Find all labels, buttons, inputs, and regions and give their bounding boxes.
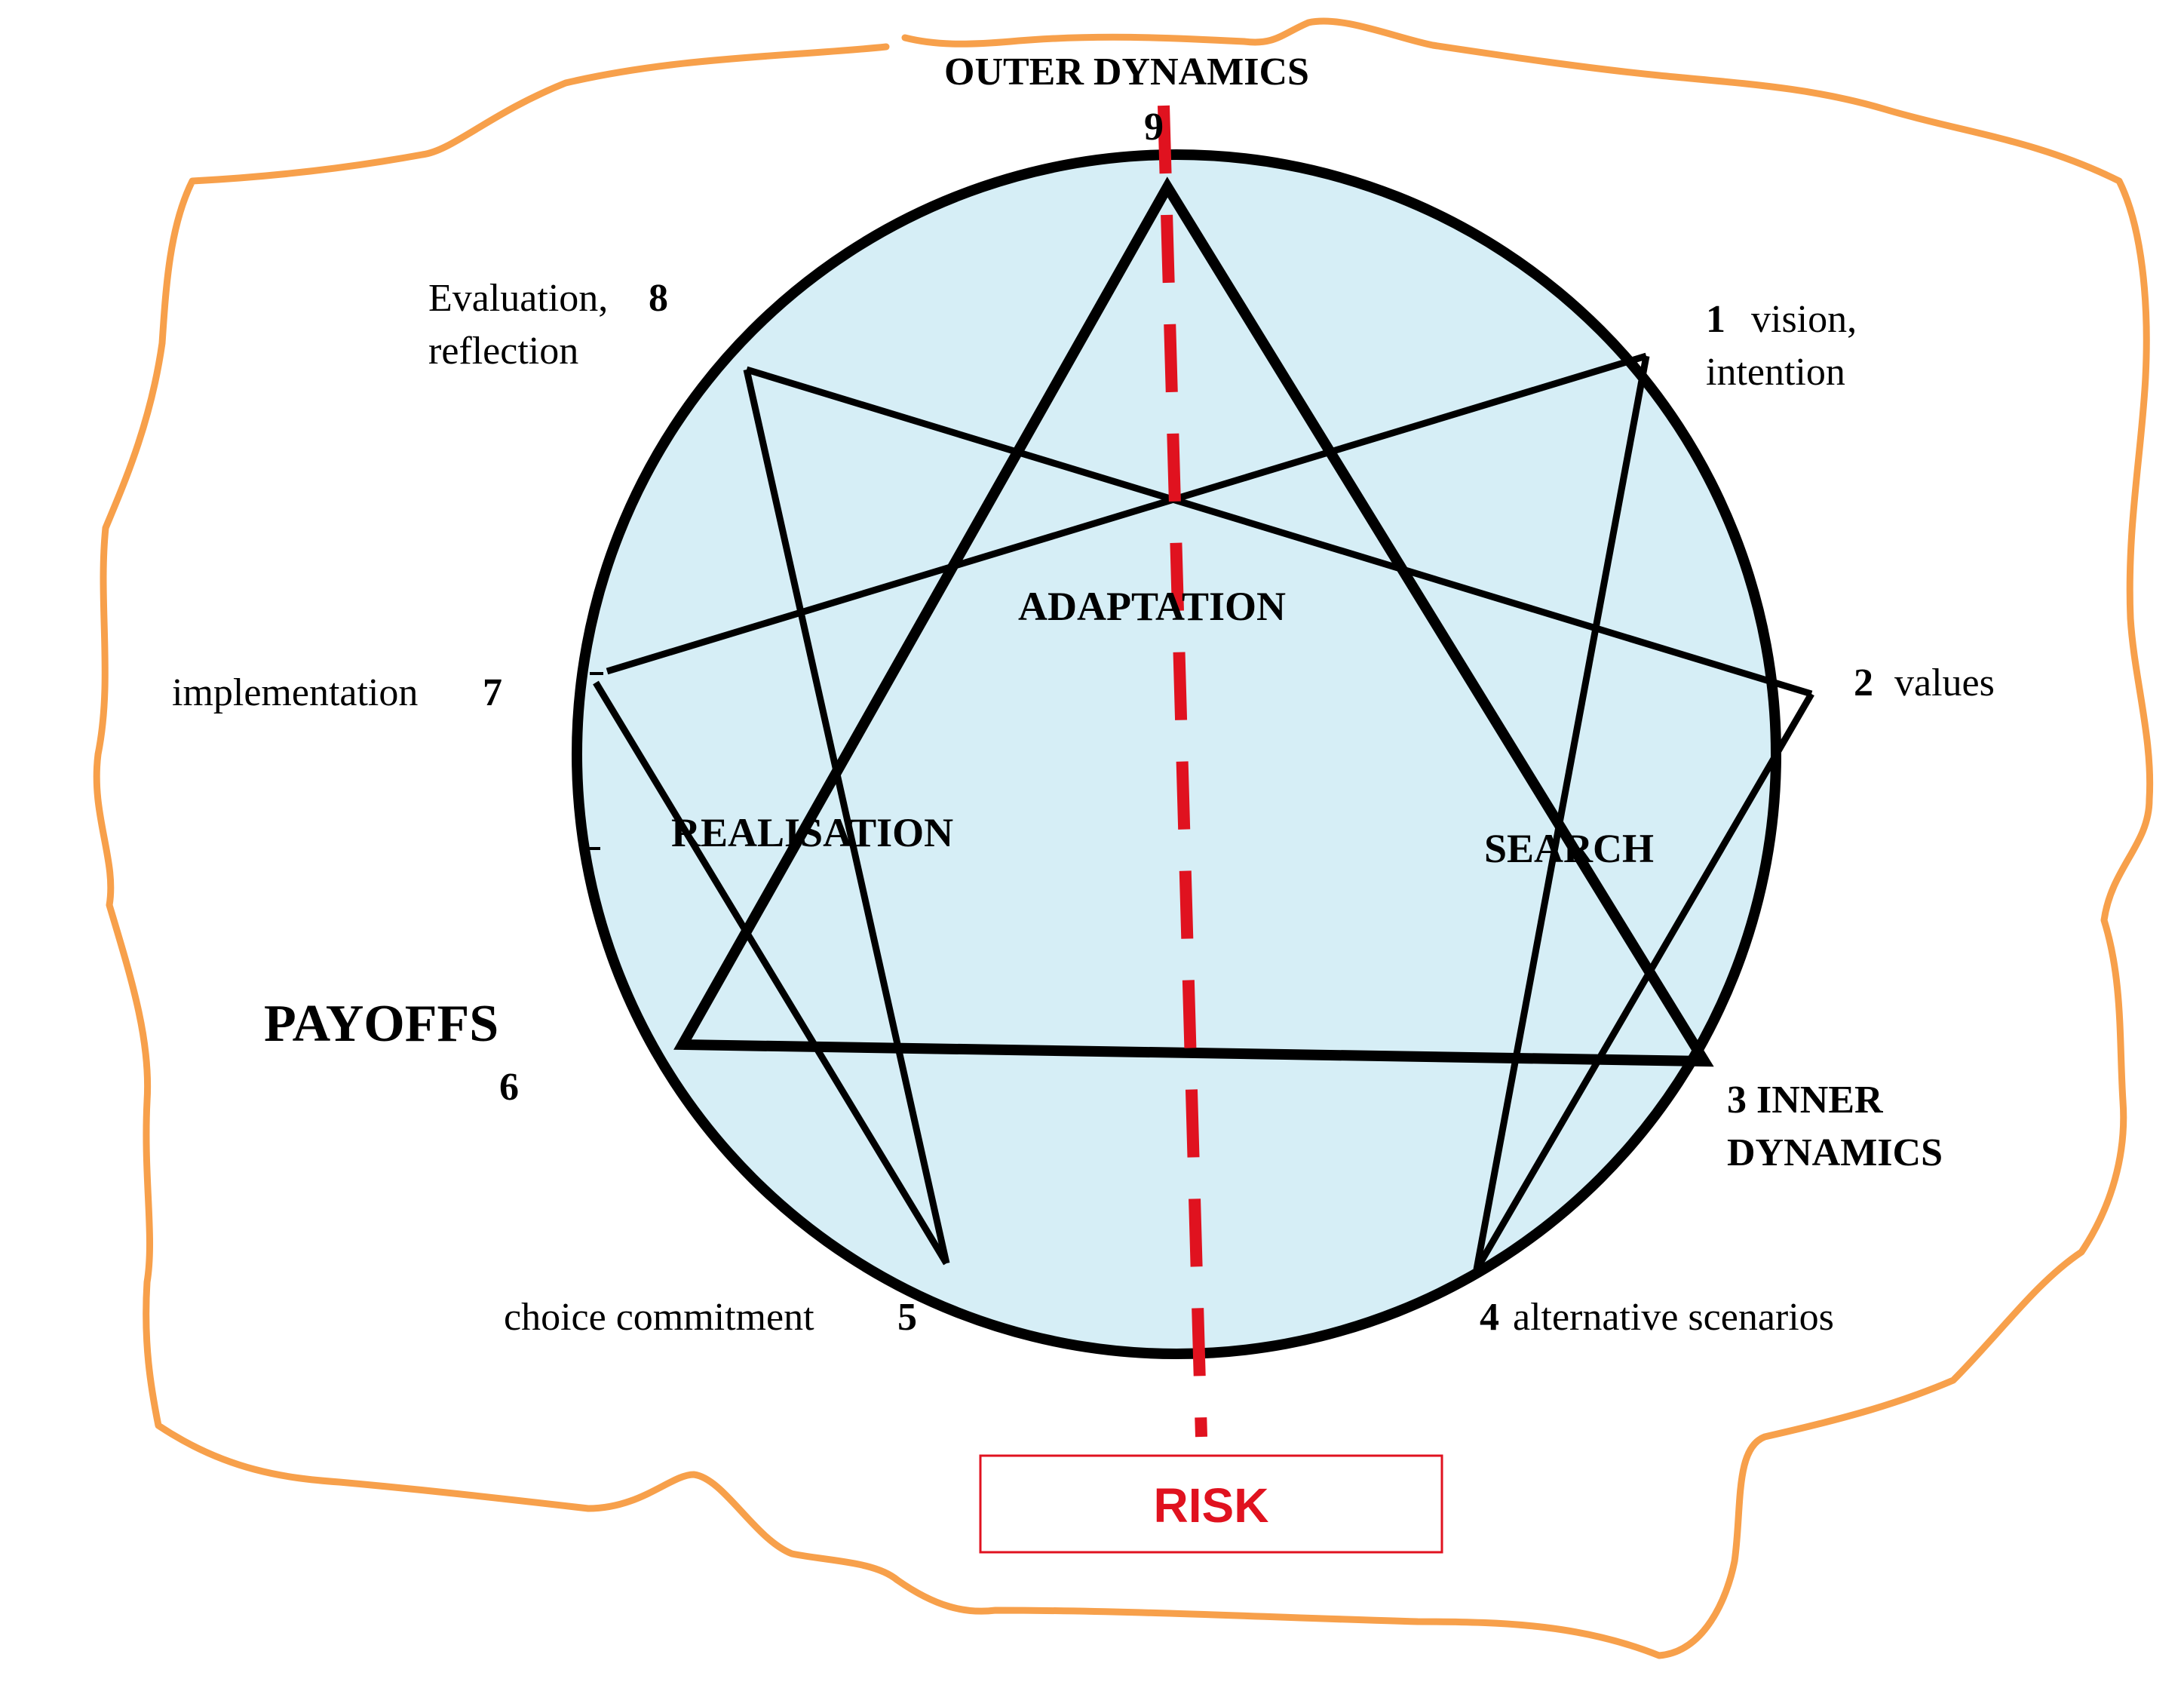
label-point-4-number: 4 bbox=[1480, 1296, 1499, 1339]
label-outer-dynamics: OUTER DYNAMICS bbox=[944, 51, 1309, 94]
label-point-1-text-a: vision, bbox=[1751, 298, 1857, 341]
line-1-to-4 bbox=[1473, 355, 1650, 1270]
risk-dashed-line bbox=[1158, 105, 1207, 1438]
label-point-1-text-b: intention bbox=[1706, 351, 1845, 394]
label-point-4-text: alternative scenarios bbox=[1513, 1296, 1834, 1339]
label-point-5-text: choice commitment bbox=[504, 1296, 814, 1339]
region-realisation: REALISATION bbox=[671, 810, 953, 855]
region-search: SEARCH bbox=[1484, 826, 1654, 871]
label-point-6-number: 6 bbox=[499, 1066, 519, 1109]
line-4-to-2 bbox=[1474, 692, 1814, 1272]
label-point-8-number: 8 bbox=[649, 277, 668, 320]
context-boundary-outline bbox=[93, 17, 2154, 1659]
label-point-5-number: 5 bbox=[897, 1296, 917, 1339]
label-point-2-text: values bbox=[1894, 661, 1995, 704]
risk-label: RISK bbox=[1154, 1478, 1269, 1533]
label-point-2-number: 2 bbox=[1854, 661, 1873, 704]
label-point-3-line-a: 3 INNER bbox=[1727, 1079, 1884, 1122]
line-7-to-1 bbox=[606, 352, 1648, 675]
label-payoffs: PAYOFFS bbox=[264, 995, 498, 1053]
label-point-3-line-b: DYNAMICS bbox=[1727, 1131, 1943, 1174]
triangle-9-3-6 bbox=[673, 176, 1714, 1067]
label-point-9: 9 bbox=[1144, 106, 1164, 149]
label-point-8-text-a: Evaluation, bbox=[428, 277, 608, 320]
line-8-to-5 bbox=[743, 369, 950, 1264]
label-point-7-number: 7 bbox=[483, 671, 502, 714]
risk-box: RISK bbox=[979, 1454, 1443, 1554]
line-5-to-7 bbox=[593, 680, 949, 1266]
label-point-7-text: implementation bbox=[172, 671, 418, 714]
region-adaptation: ADAPTATION bbox=[1018, 584, 1286, 629]
line-2-to-8 bbox=[745, 366, 1813, 698]
label-point-1-number: 1 bbox=[1706, 298, 1725, 341]
enneagram-circle bbox=[572, 149, 1781, 1359]
label-point-8-text-b: reflection bbox=[428, 330, 578, 373]
risk-box-border bbox=[979, 1454, 1443, 1554]
